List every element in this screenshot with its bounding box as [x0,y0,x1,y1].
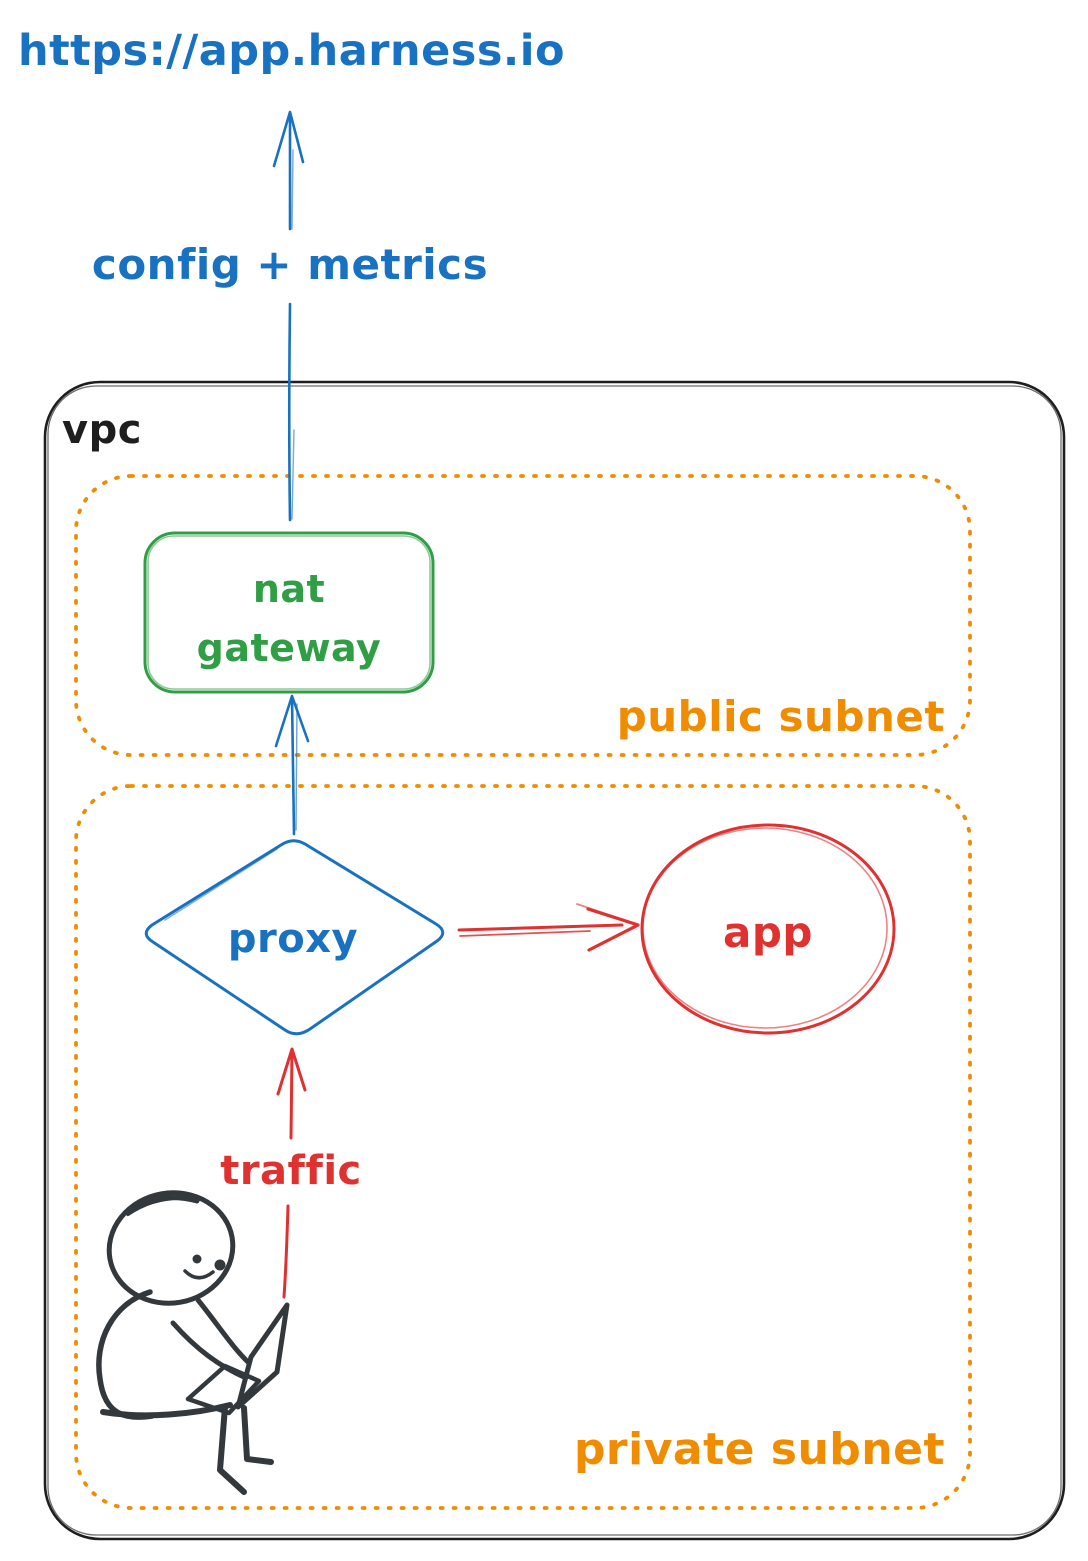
arrow-proxy-to-nat [274,694,310,836]
private-subnet-border [74,784,972,1510]
person-eye-right [214,1259,226,1271]
public-subnet-label: public subnet [616,692,945,741]
config-metrics-arrow-label: config + metrics [91,240,489,289]
person-smile [183,1269,215,1280]
person-back [96,1289,155,1420]
laptop-keyboard [185,1363,262,1416]
app-label: app [723,908,813,957]
arrow-proxy-to-app [457,903,640,952]
person-leg-back [241,1405,274,1465]
nat-gateway-label: nat gateway [196,567,382,670]
app-circle [640,823,896,1035]
laptop-screen [235,1302,290,1410]
nat-gateway-box [143,531,435,694]
person-arm [170,1320,249,1381]
arrow-nat-to-url [272,110,305,522]
person-figure [96,1190,290,1495]
private-subnet-label: private subnet [573,1424,945,1475]
person-head [106,1190,236,1306]
public-subnet-border [74,474,972,757]
proxy-diamond [144,839,445,1036]
vpc-border [43,380,1066,1541]
person-leg-front [217,1404,247,1495]
person-eye-left [192,1254,202,1264]
vpc-label: vpc [62,407,142,453]
proxy-label: proxy [227,916,359,962]
arrow-user-to-proxy [276,1047,307,1299]
person-hair [126,1195,185,1216]
traffic-arrow-label: traffic [220,1148,362,1194]
person-chest [195,1297,253,1367]
external-url-label: https://app.harness.io [18,26,566,76]
